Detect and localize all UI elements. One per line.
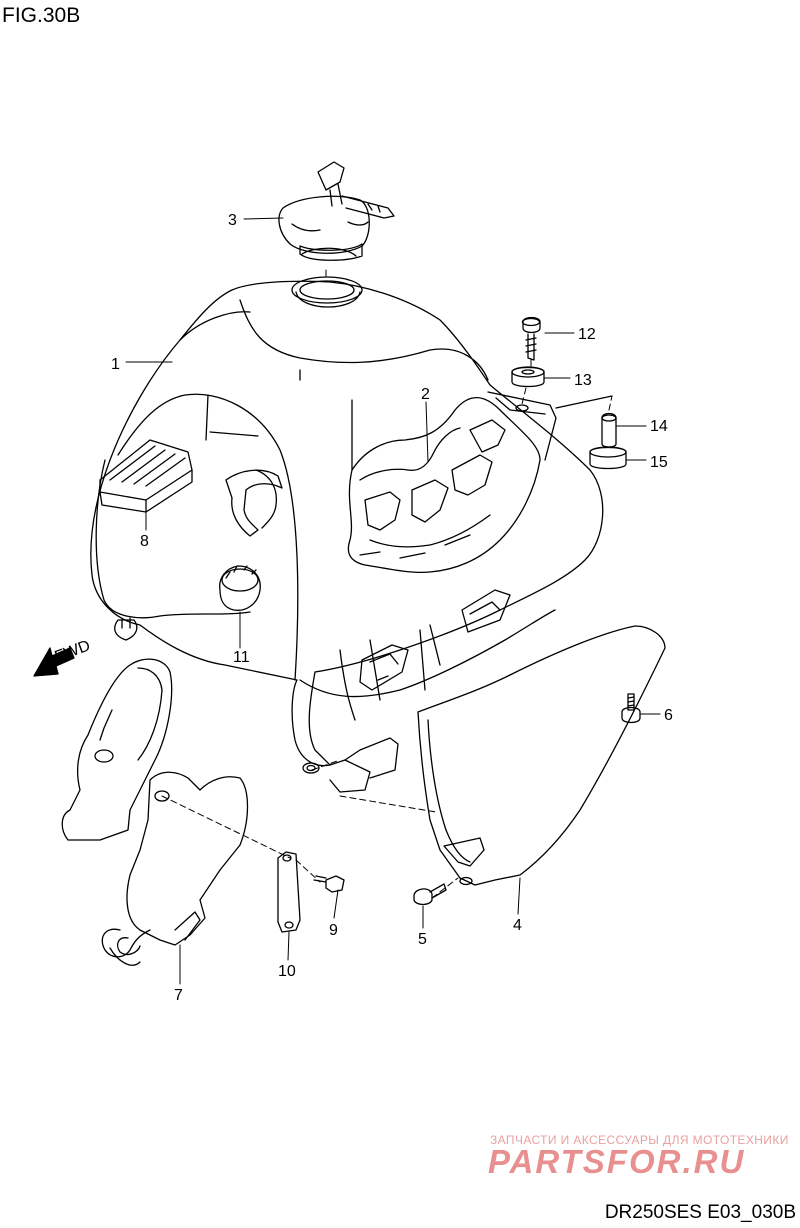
callout-9: 9	[329, 922, 338, 939]
callout-5: 5	[418, 931, 427, 948]
figure-code: DR250SES E03_030B	[604, 1202, 796, 1223]
watermark-tagline: ЗАПЧАСТИ И АКСЕССУАРЫ ДЛЯ МОТОТЕХНИКИ	[490, 1133, 789, 1147]
right-side-cover-part	[417, 625, 666, 886]
callout-1: 1	[111, 356, 120, 373]
callout-8: 8	[140, 533, 149, 550]
assembly-lines	[161, 269, 651, 899]
callout-10: 10	[278, 963, 296, 980]
fuel-tank-part	[90, 247, 613, 793]
tank-emblem-part	[347, 396, 541, 574]
left-side-cover-part	[61, 658, 249, 966]
leader-lines	[125, 217, 661, 985]
callout-3: 3	[228, 212, 237, 229]
fuel-cock-part	[219, 565, 261, 611]
fuel-cap-part	[278, 161, 395, 261]
callout-6: 6	[664, 707, 673, 724]
watermark-brand: PARTSFOR.RU	[488, 1143, 746, 1180]
mount-hardware-part	[511, 316, 627, 470]
figure-title: FIG.30B	[2, 4, 81, 27]
callout-11: 11	[233, 649, 250, 666]
callout-15: 15	[650, 454, 668, 471]
callout-12: 12	[578, 326, 596, 343]
callout-14: 14	[650, 418, 668, 435]
fwd-label: FWD	[53, 637, 93, 665]
callout-labels: 1 2 3 4 5 6 7 8 9 10 11 12 13 14 15	[111, 212, 673, 1004]
callout-2: 2	[421, 386, 430, 403]
callout-13: 13	[574, 372, 592, 389]
callout-7: 7	[174, 987, 183, 1004]
fwd-direction-arrow: FWD	[33, 637, 93, 677]
fastener-parts	[277, 693, 641, 933]
callout-4: 4	[513, 917, 522, 934]
